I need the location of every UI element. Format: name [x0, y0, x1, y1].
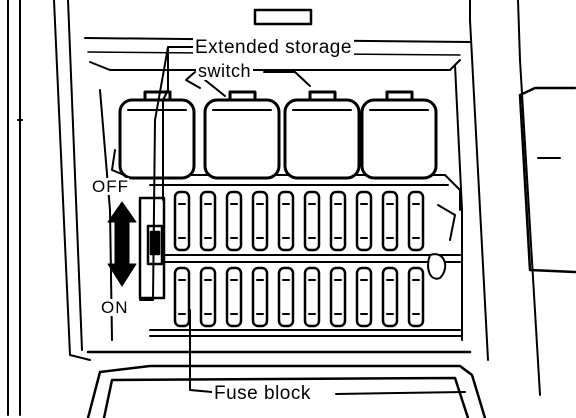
- fuse: [329, 190, 347, 252]
- fuse: [225, 190, 243, 252]
- label-switch: switch: [196, 61, 254, 81]
- fuse: [303, 266, 321, 328]
- relay: [118, 90, 196, 180]
- hinge-tab: [518, 86, 576, 274]
- label-on: ON: [101, 298, 129, 317]
- fuse: [381, 190, 399, 252]
- fuse-box-housing: [89, 59, 463, 341]
- relay: [203, 90, 281, 180]
- fuse: [251, 190, 269, 252]
- fuse: [407, 266, 425, 328]
- relay: [360, 90, 438, 180]
- fuse: [381, 266, 399, 328]
- off-on-arrow: [107, 201, 137, 287]
- label-off: OFF: [92, 177, 129, 196]
- relay: [283, 90, 361, 180]
- fuse: [199, 266, 217, 328]
- fuse: [277, 266, 295, 328]
- fuse: [303, 190, 321, 252]
- fuse: [277, 190, 295, 252]
- fuse-block: [173, 190, 425, 328]
- label-fuse-block: Fuse block: [212, 383, 313, 404]
- mounting-details: [111, 149, 456, 280]
- fuse: [251, 266, 269, 328]
- extended-storage-switch: [138, 196, 166, 300]
- label-extended-storage: Extended storage: [193, 37, 354, 58]
- fuse: [329, 266, 347, 328]
- fuse: [355, 266, 373, 328]
- leader-lines: [139, 46, 466, 395]
- lower-door: [86, 350, 487, 418]
- cover-slot: [253, 8, 313, 26]
- fuse: [407, 190, 425, 252]
- fuse: [355, 190, 373, 252]
- fuse: [173, 190, 191, 252]
- fuse: [225, 266, 243, 328]
- relay-group: [118, 90, 438, 180]
- fuse: [173, 266, 191, 328]
- fuse: [199, 190, 217, 252]
